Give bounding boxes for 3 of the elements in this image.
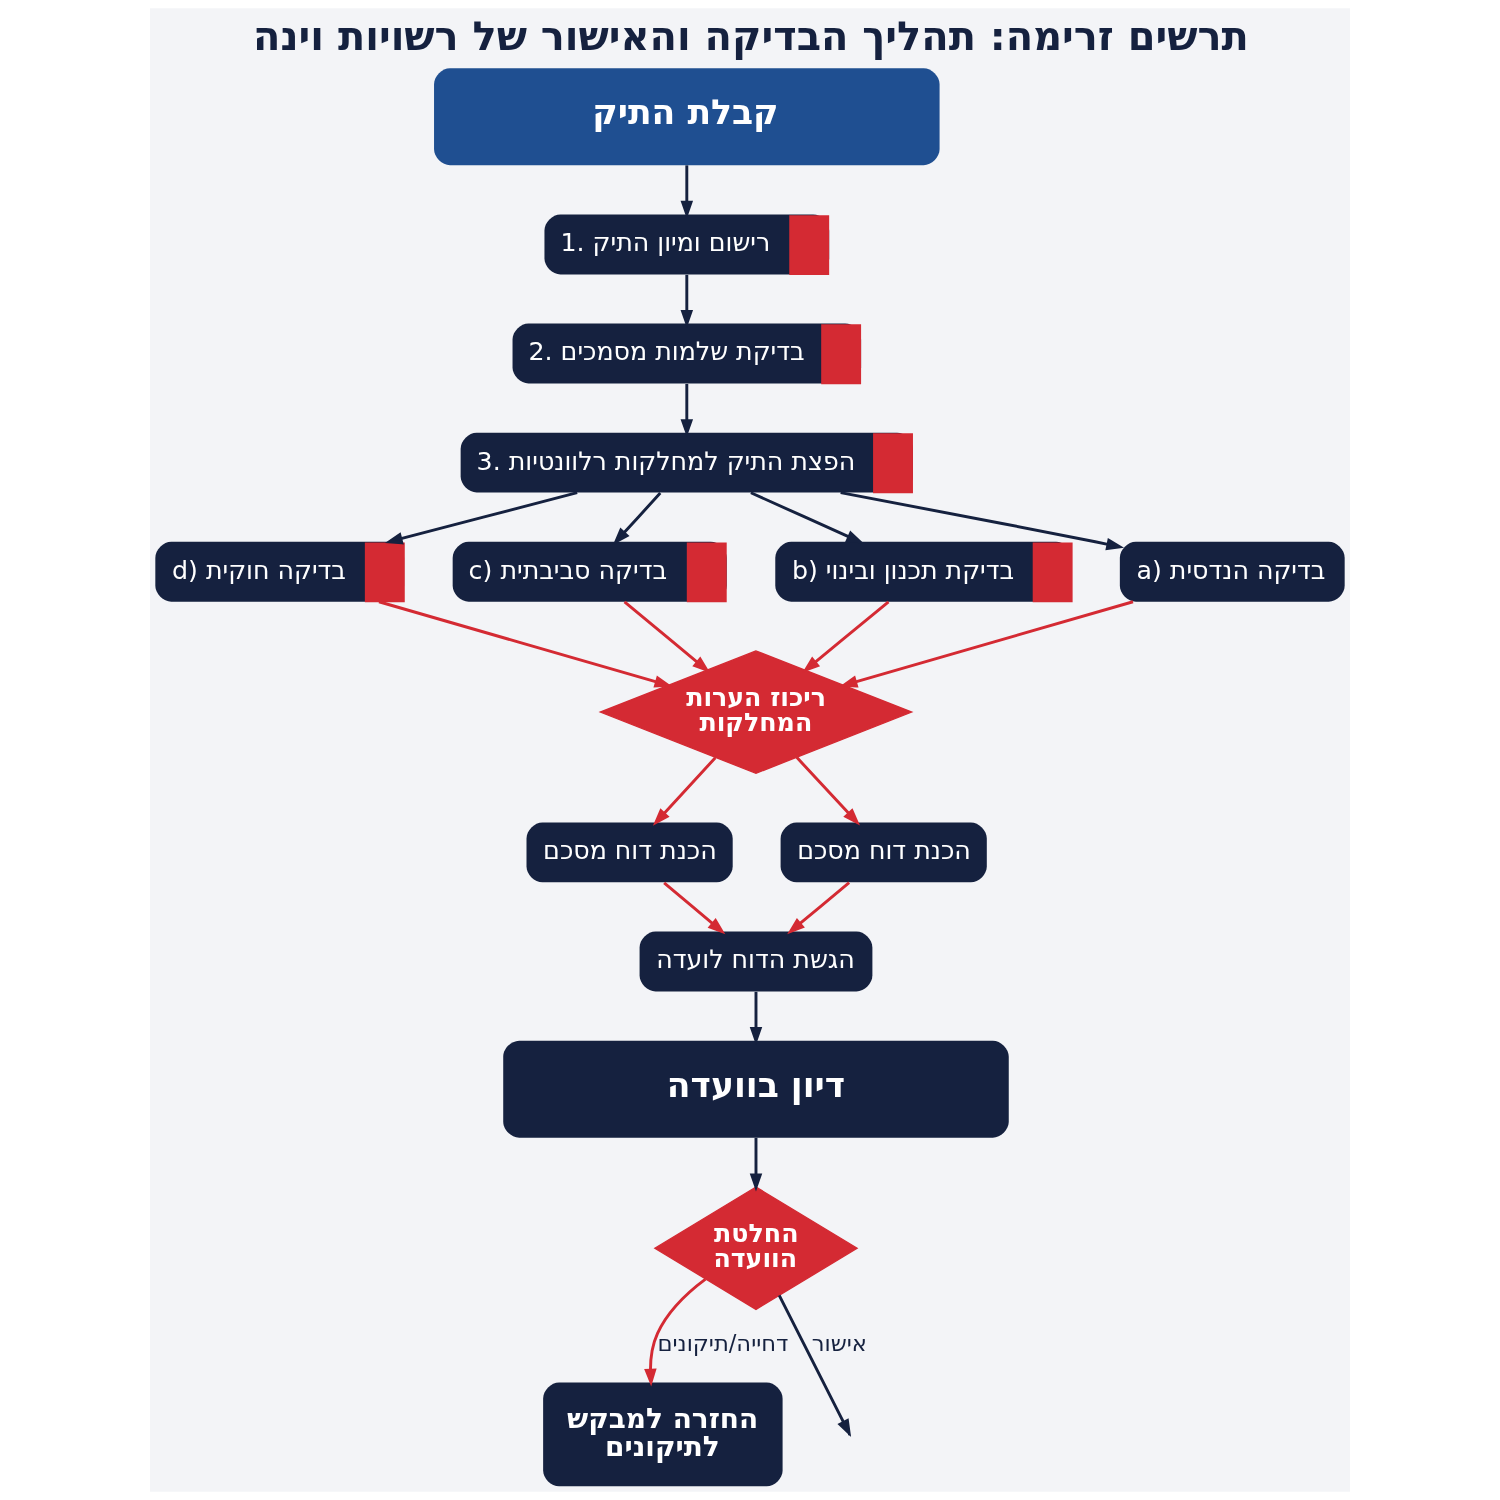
edge-label: דחייה/תיקונים	[657, 1330, 789, 1357]
diagram-title: תרשים זרימה: תהליך הבדיקה והאישור של רשויות וינה	[253, 12, 1249, 59]
edge-label: אישור	[811, 1330, 867, 1357]
